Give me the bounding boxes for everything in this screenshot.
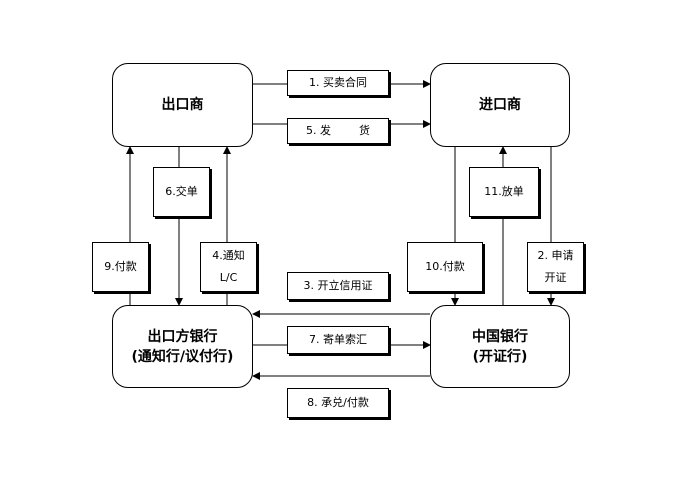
step-2-text-b: 开证 <box>544 271 567 284</box>
step-7-text: 7. 寄单索汇 <box>309 333 367 346</box>
step-5-text-b: 货 <box>359 124 370 137</box>
step-8-label: 8. 承兑/付款 <box>287 388 389 418</box>
exporter-bank-role: (通知行/议付行) <box>131 348 234 365</box>
step-5-label: 5. 发 货 <box>287 118 389 144</box>
step-10-text: 10.付款 <box>425 260 465 273</box>
step-9-text: 9.付款 <box>104 260 137 273</box>
step-11-text: 11.放单 <box>484 185 524 198</box>
step-8-text: 8. 承兑/付款 <box>307 396 369 409</box>
step-6-text: 6.交单 <box>165 185 198 198</box>
step-4-text-b: L/C <box>219 271 238 284</box>
step-2-label: 2. 申请 开证 <box>527 242 584 292</box>
importer-label: 进口商 <box>479 97 521 113</box>
step-7-label: 7. 寄单索汇 <box>287 326 389 354</box>
china-bank-role: (开证行) <box>472 348 528 365</box>
step-4-label: 4.通知 L/C <box>200 242 257 292</box>
exporter-node: 出口商 <box>112 63 253 147</box>
step-5-text-a: 5. 发 <box>306 124 331 137</box>
importer-node: 进口商 <box>430 63 570 147</box>
step-10-label: 10.付款 <box>407 242 483 292</box>
step-1-text: 1. 买卖合同 <box>309 76 367 89</box>
exporter-bank-node: 出口方银行 (通知行/议付行) <box>112 305 253 388</box>
step-6-label: 6.交单 <box>153 167 210 217</box>
china-bank-label: 中国银行 <box>472 328 528 345</box>
step-11-label: 11.放单 <box>469 167 539 217</box>
china-bank-node: 中国银行 (开证行) <box>430 305 570 388</box>
step-2-text-a: 2. 申请 <box>537 249 574 262</box>
step-3-label: 3. 开立信用证 <box>287 272 389 300</box>
step-4-text-a: 4.通知 <box>212 249 245 262</box>
exporter-bank-label: 出口方银行 <box>147 328 218 345</box>
step-3-text: 3. 开立信用证 <box>303 279 373 292</box>
step-9-label: 9.付款 <box>92 242 149 292</box>
step-1-label: 1. 买卖合同 <box>287 70 389 96</box>
exporter-label: 出口商 <box>161 97 204 113</box>
